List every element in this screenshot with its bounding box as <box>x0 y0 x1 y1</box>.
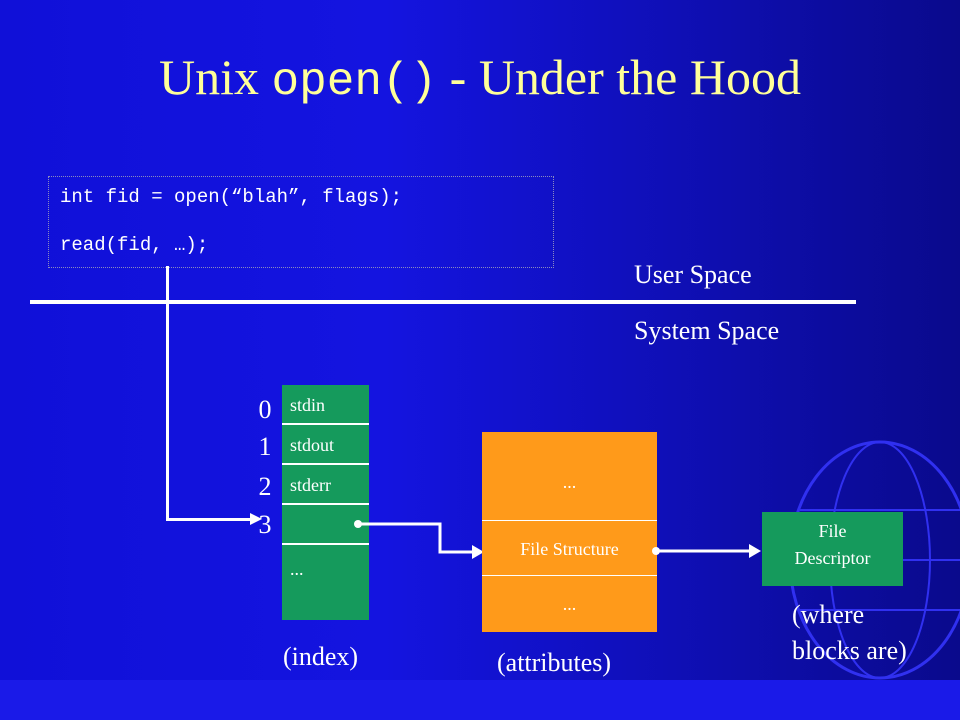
code-box <box>48 176 554 268</box>
title-code: open() <box>271 56 438 108</box>
system-space-label: System Space <box>634 316 780 345</box>
fd-entry-more: ... <box>282 545 369 620</box>
fd-entry-stdin: stdin <box>282 385 369 425</box>
fd-index-2: 2 <box>258 472 272 501</box>
file-descriptor-line1: File <box>818 521 847 541</box>
file-descriptor-box: File Descriptor <box>762 512 903 586</box>
fd-index-0: 0 <box>258 395 272 424</box>
structure-to-descriptor-wire <box>652 544 761 558</box>
fd-table-caption: (index) <box>283 642 359 671</box>
fd-entry-stdout: stdout <box>282 425 369 465</box>
code-to-fd-wire <box>166 266 169 520</box>
fd-entry-label: stdout <box>290 435 335 455</box>
file-structure-caption: (attributes) <box>497 648 612 677</box>
fd-entry-label: ... <box>290 559 304 579</box>
fd-index-3: 3 <box>258 510 272 539</box>
file-structure-label: File Structure <box>482 520 657 576</box>
file-descriptor-caption-2: blocks are) <box>792 636 907 665</box>
fd-to-structure-wire <box>354 520 484 559</box>
fd-entry-label: stdin <box>290 395 326 415</box>
arrow-right-icon <box>250 513 262 525</box>
slide-title: Unix open() - Under the Hood <box>0 48 960 108</box>
file-structure-top: ... <box>482 432 657 520</box>
code-line-read: read(fid, …); <box>60 234 209 256</box>
code-to-fd-wire-horizontal <box>166 518 256 521</box>
file-descriptor-line2: Descriptor <box>794 548 871 568</box>
user-system-divider <box>30 300 856 304</box>
fd-index-1: 1 <box>258 432 272 461</box>
file-descriptor-caption-1: (where <box>792 600 865 629</box>
code-line-open: int fid = open(“blah”, flags); <box>60 186 403 208</box>
title-suffix: - Under the Hood <box>437 49 801 105</box>
user-space-label: User Space <box>634 260 752 289</box>
bottom-band <box>0 680 960 720</box>
fd-entry-label: stderr <box>290 475 331 495</box>
file-structure-bottom: ... <box>482 576 657 632</box>
fd-entry-stderr: stderr <box>282 465 369 505</box>
title-prefix: Unix <box>159 49 272 105</box>
